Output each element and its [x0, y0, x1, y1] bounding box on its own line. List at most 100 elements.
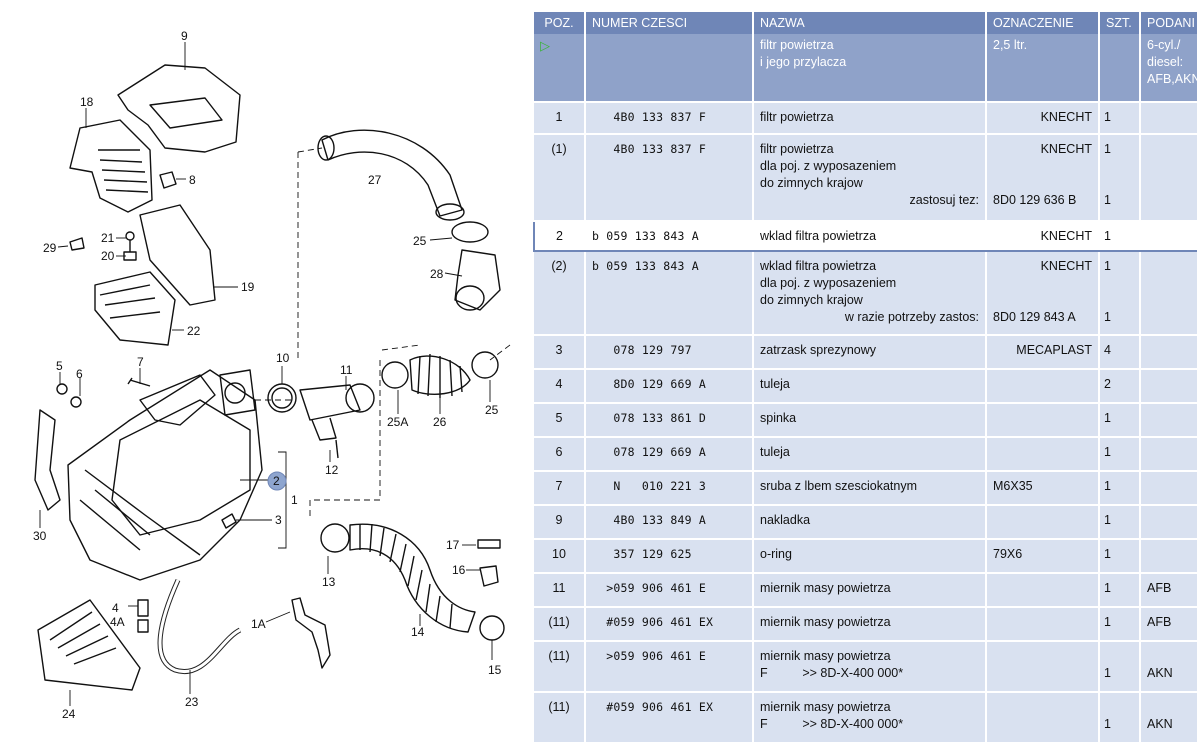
- cell-name: filtr powietrza dla poj. z wyposazeniem …: [753, 134, 987, 222]
- brand: M6X35: [993, 479, 1033, 493]
- group-header-row[interactable]: ▷ filtr powietrza i jego przylacza 2,5 l…: [534, 34, 1197, 103]
- cell-poz: (11): [534, 641, 586, 693]
- cell-poz: 9: [534, 505, 586, 540]
- table-row[interactable]: 9 4B0 133 849 A nakladka 1: [534, 505, 1197, 540]
- cell-name: filtr powietrza: [753, 102, 987, 135]
- col-header-part-number[interactable]: NUMER CZESCI: [585, 12, 754, 34]
- breather-pipe-shape: [291, 597, 331, 669]
- cell-poz: 10: [534, 539, 586, 574]
- brand: KNECHT: [1040, 259, 1092, 273]
- brand: KNECHT: [1040, 229, 1092, 243]
- cell-part: b 059 133 843 A: [585, 220, 754, 252]
- cell-note: AKN: [1140, 641, 1197, 693]
- table-header: POZ. NUMER CZESCI NAZWA OZNACZENIE SZT. …: [534, 12, 1197, 34]
- extra-value: 8D0 129 843 A: [993, 310, 1076, 324]
- callout-24: 24: [62, 707, 76, 721]
- note-line: 6-cyl./: [1147, 38, 1181, 52]
- cell-poz: (11): [534, 692, 586, 744]
- cell-part: 357 129 625: [585, 539, 754, 574]
- cell-qty: 1: [1099, 692, 1141, 744]
- play-arrow-icon[interactable]: ▷: [540, 38, 550, 53]
- callout-25-right: 25: [485, 403, 499, 417]
- cell-part: 4B0 133 837 F: [585, 102, 754, 135]
- brand: 79X6: [993, 547, 1023, 561]
- cell-part: [585, 34, 754, 103]
- callout-2[interactable]: 2: [273, 474, 280, 488]
- cell-name: wklad filtra powietrza: [753, 220, 987, 252]
- callout-20: 20: [101, 249, 115, 263]
- qty-value: 1: [1104, 142, 1111, 156]
- hose-27-shape: [321, 129, 463, 217]
- table-row[interactable]: 11 >059 906 461 E miernik masy powietrza…: [534, 573, 1197, 608]
- cell-qty: 1: [1099, 573, 1141, 608]
- cell-poz: 1: [534, 102, 586, 135]
- callout-22: 22: [187, 324, 201, 338]
- callout-8: 8: [189, 173, 196, 187]
- cell-name: tuleja: [753, 437, 987, 472]
- col-header-name[interactable]: NAZWA: [753, 12, 987, 34]
- callout-15: 15: [488, 663, 502, 677]
- filter-box-shape: [37, 599, 141, 691]
- callout-14: 14: [411, 625, 425, 639]
- extra-label: zastosuj tez:: [909, 193, 979, 207]
- elbow-28-shape: [454, 249, 501, 311]
- cell-note: 6-cyl./ diesel: AFB,AKN: [1140, 34, 1197, 103]
- cell-designation: [986, 573, 1100, 608]
- table-row[interactable]: (11) #059 906 461 EX miernik masy powiet…: [534, 692, 1197, 744]
- note-value: AKN: [1147, 666, 1173, 680]
- cell-designation: KNECHT: [986, 220, 1100, 252]
- cell-qty: 1: [1099, 471, 1141, 506]
- table-row[interactable]: (11) #059 906 461 EX miernik masy powiet…: [534, 607, 1197, 642]
- callout-23: 23: [185, 695, 199, 709]
- table-row[interactable]: 5 078 133 861 D spinka 1: [534, 403, 1197, 438]
- table-row-selected[interactable]: 2 b 059 133 843 A wklad filtra powietrza…: [533, 220, 1197, 252]
- cell-name: tuleja: [753, 369, 987, 404]
- table-row[interactable]: 7 N 010 221 3 sruba z lbem szesciokatnym…: [534, 471, 1197, 506]
- callout-28: 28: [430, 267, 444, 281]
- table-row[interactable]: 4 8D0 129 669 A tuleja 2: [534, 369, 1197, 404]
- cell-note: [1140, 403, 1197, 438]
- cell-name: o-ring: [753, 539, 987, 574]
- part-number: 078 133 861 D: [613, 411, 706, 425]
- col-header-poz[interactable]: POZ.: [534, 12, 586, 34]
- cell-note: [1140, 335, 1197, 370]
- cell-note: [1140, 134, 1197, 222]
- col-header-qty[interactable]: SZT.: [1099, 12, 1141, 34]
- cell-poz: 3: [534, 335, 586, 370]
- part-number: >059 906 461 E: [606, 649, 706, 663]
- name-line: tuleja: [760, 445, 790, 459]
- cell-designation: [986, 607, 1100, 642]
- table-row[interactable]: 3 078 129 797 zatrzask sprezynowy MECAPL…: [534, 335, 1197, 370]
- parts-diagram: 9 18 8 27 21 20 29 19 25 28 22 10 11 7 5…: [0, 0, 515, 755]
- callout-1: 1: [291, 493, 298, 507]
- cell-poz: 4: [534, 369, 586, 404]
- table-row[interactable]: 1 4B0 133 837 F filtr powietrza KNECHT 1: [534, 102, 1197, 135]
- cell-designation: KNECHT: [986, 102, 1100, 135]
- table-row[interactable]: (11) >059 906 461 E miernik masy powietr…: [534, 641, 1197, 693]
- name-line: F >> 8D-X-400 000*: [760, 717, 904, 731]
- parts-table-container[interactable]: POZ. NUMER CZESCI NAZWA OZNACZENIE SZT. …: [533, 12, 1197, 755]
- channel-shape: [94, 271, 176, 346]
- name-line: filtr powietrza: [760, 38, 834, 52]
- callout-11: 11: [340, 363, 353, 377]
- col-header-notes[interactable]: PODANI: [1140, 12, 1197, 34]
- table-row[interactable]: (2) b 059 133 843 A wklad filtra powietr…: [534, 251, 1197, 336]
- cell-note: AKN: [1140, 692, 1197, 744]
- cell-qty: 1: [1099, 102, 1141, 135]
- name-line: dla poj. z wyposazeniem: [760, 276, 897, 290]
- cell-designation: KNECHT 8D0 129 636 B: [986, 134, 1100, 222]
- name-line: miernik masy powietrza: [760, 581, 891, 595]
- col-header-designation[interactable]: OZNACZENIE: [986, 12, 1100, 34]
- cell-designation: [986, 403, 1100, 438]
- cell-qty: 1: [1099, 505, 1141, 540]
- cell-qty: 1: [1099, 437, 1141, 472]
- cell-designation: MECAPLAST: [986, 335, 1100, 370]
- cell-part: #059 906 461 EX: [585, 607, 754, 642]
- table-row[interactable]: 10 357 129 625 o-ring 79X6 1: [534, 539, 1197, 574]
- table-row[interactable]: (1) 4B0 133 837 F filtr powietrza dla po…: [534, 134, 1197, 222]
- cell-name: nakladka: [753, 505, 987, 540]
- table-row[interactable]: 6 078 129 669 A tuleja 1: [534, 437, 1197, 472]
- cell-poz: (2): [534, 251, 586, 336]
- name-line: do zimnych krajow: [760, 176, 863, 190]
- name-line: wklad filtra powietrza: [760, 229, 877, 243]
